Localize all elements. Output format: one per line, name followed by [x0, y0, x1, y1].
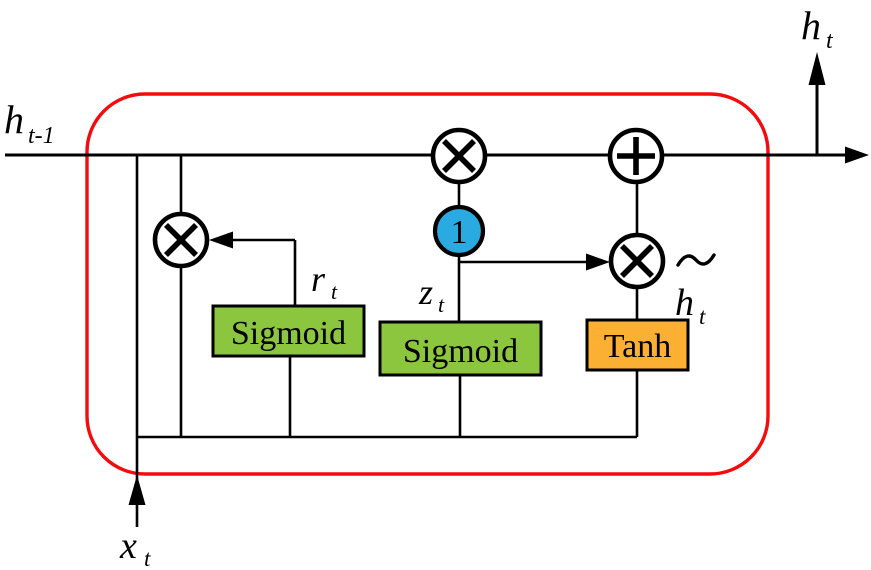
arrowhead-up-icon	[808, 52, 826, 85]
arrowhead-right-icon	[845, 146, 869, 164]
update-sigmoid-label: Sigmoid	[403, 333, 518, 370]
h-tilde-sub: t	[699, 304, 706, 329]
arrowhead-z-icon	[586, 253, 610, 271]
reset-sigmoid-label: Sigmoid	[231, 315, 346, 352]
multiply-icon	[442, 139, 476, 173]
add-node	[607, 127, 665, 185]
x-input-sub: t	[144, 546, 151, 570]
h-prev-base: h	[4, 97, 24, 142]
r-gate-sub: t	[331, 279, 338, 304]
h-out-base: h	[801, 3, 821, 48]
arrowhead-x-input-icon	[128, 475, 146, 505]
h-tilde-label: h t	[675, 253, 716, 329]
plus-icon	[617, 137, 655, 175]
one-circle	[432, 204, 486, 258]
h-out-sub: t	[826, 28, 834, 54]
h-prev-label: h t-1	[4, 97, 55, 149]
multiply-icon	[164, 223, 198, 257]
candidate-tanh-label: Tanh	[604, 328, 672, 365]
one-label: 1	[451, 214, 468, 251]
multiply-icon	[620, 244, 654, 278]
r-gate-base: r	[311, 259, 326, 299]
z-gate-label: z t	[418, 272, 445, 317]
reset-sigmoid-box	[211, 304, 366, 358]
h-tilde-base: h	[675, 282, 694, 324]
h-out-label: h t	[801, 3, 834, 54]
cell-boundary	[85, 92, 770, 476]
arrowhead-reset-icon	[209, 231, 233, 249]
x-input-label: x t	[119, 525, 151, 570]
candidate-tanh-box	[585, 318, 690, 372]
r-gate-label: r t	[311, 259, 338, 304]
update-sigmoid-box	[378, 320, 543, 377]
z-gate-base: z	[418, 272, 433, 312]
reset-multiply-node	[152, 211, 210, 269]
h-prev-sub: t-1	[28, 123, 55, 149]
one-minus-node: 1	[432, 204, 486, 258]
x-input-base: x	[119, 525, 137, 567]
hidden-multiply-node	[430, 127, 488, 185]
tilde-mark-icon	[676, 253, 716, 267]
z-gate-sub: t	[438, 292, 445, 317]
candidate-multiply-node	[608, 232, 666, 290]
